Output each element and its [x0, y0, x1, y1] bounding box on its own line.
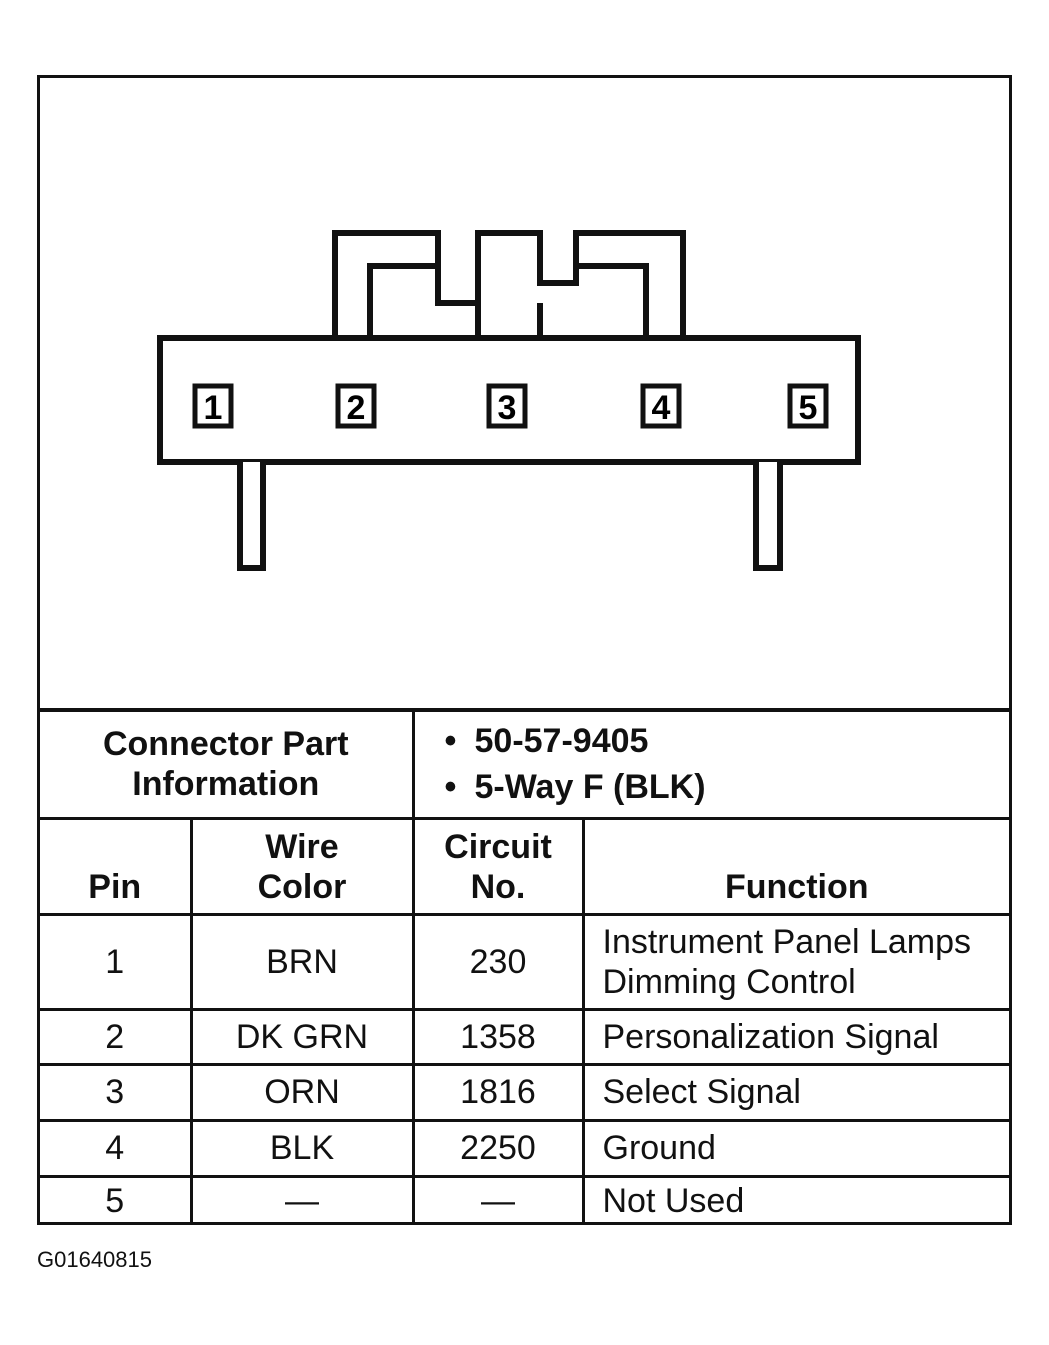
row-4-function: Ground — [581, 1118, 1009, 1178]
connector-part-label-line1: Connector Part — [102, 725, 349, 764]
row-3-circuit: 1816 — [411, 1062, 585, 1122]
pin-cavity-3-label: 3 — [498, 389, 517, 427]
pin-cavity-3: 3 — [486, 383, 528, 429]
table-row: 4 BLK 2250 Ground — [40, 1118, 1009, 1178]
row-2-wire-color: DK GRN — [189, 1007, 415, 1066]
connector-part-values-cell: 50-57-9405 5-Way F (BLK) — [411, 708, 1010, 820]
connector-part-list: 50-57-9405 5-Way F (BLK) — [415, 718, 1010, 810]
connector-face-drawing: 1 2 3 4 5 — [157, 230, 861, 571]
figure-id: G01640815 — [37, 1247, 152, 1272]
row-2-pin: 2 — [40, 1007, 193, 1066]
row-3-function: Select Signal — [581, 1062, 1009, 1122]
header-circuit-line2: No. — [470, 867, 526, 906]
table-row: 3 ORN 1816 Select Signal — [40, 1062, 1009, 1122]
row-1-function-line2: Dimming Control — [602, 962, 856, 1001]
header-wire-color-line1: Wire — [265, 827, 339, 866]
row-2-function: Personalization Signal — [581, 1007, 1009, 1066]
row-1-function-line1: Instrument Panel Lamps — [602, 922, 972, 961]
header-circuit-no: Circuit No. — [411, 816, 585, 916]
connector-part-label-cell: Connector Part Information — [40, 708, 415, 820]
connector-latch-inner-right — [576, 263, 649, 338]
column-header-row: Pin Wire Color Circuit No. Function — [40, 816, 1009, 916]
connector-leg-right — [753, 462, 783, 571]
row-1-wire-color: BRN — [189, 912, 415, 1011]
pin-cavity-4-label: 4 — [652, 389, 671, 427]
connector-part-row: Connector Part Information 50-57-9405 5-… — [40, 708, 1010, 820]
pin-cavity-4: 4 — [640, 383, 682, 429]
connector-info-table: Connector Part Information 50-57-9405 5-… — [40, 708, 1009, 1224]
table-row: 2 DK GRN 1358 Personalization Signal — [40, 1007, 1009, 1066]
connector-part-number: 50-57-9405 — [445, 718, 1010, 764]
pin-cavity-1: 1 — [192, 383, 234, 429]
pin-cavity-5-label: 5 — [799, 389, 818, 427]
header-wire-color: Wire Color — [189, 816, 415, 916]
row-1-pin: 1 — [40, 912, 193, 1011]
pin-cavity-2-label: 2 — [347, 389, 366, 427]
connector-latch-center-key — [475, 303, 543, 338]
row-2-circuit: 1358 — [411, 1007, 585, 1066]
connector-figure-frame: 1 2 3 4 5 — [37, 75, 1012, 1225]
row-4-wire-color: BLK — [189, 1118, 415, 1178]
row-1-circuit: 230 — [411, 912, 585, 1011]
connector-leg-left — [237, 462, 266, 571]
row-5-pin: 5 — [40, 1174, 193, 1224]
connector-latch-outline — [332, 230, 686, 338]
header-pin: Pin — [40, 816, 193, 916]
pin-cavity-1-label: 1 — [204, 389, 223, 427]
pin-cavity-2: 2 — [335, 383, 377, 429]
connector-latch-inner-left — [367, 263, 440, 338]
header-function: Function — [581, 816, 1009, 916]
header-circuit-line1: Circuit — [444, 827, 552, 866]
row-3-pin: 3 — [40, 1062, 193, 1122]
row-5-function: Not Used — [581, 1174, 1009, 1224]
connector-description: 5-Way F (BLK) — [445, 764, 1010, 810]
connector-part-label-line2: Information — [132, 765, 320, 804]
header-wire-color-line2: Color — [257, 867, 347, 906]
row-1-function: Instrument Panel Lamps Dimming Control — [581, 912, 1009, 1011]
table-row: 1 BRN 230 Instrument Panel Lamps Dimming… — [40, 912, 1009, 1011]
pin-cavity-5: 5 — [787, 383, 829, 429]
row-5-wire-color: — — [189, 1174, 415, 1224]
table-row: 5 — — Not Used — [40, 1174, 1009, 1224]
row-3-wire-color: ORN — [189, 1062, 415, 1122]
row-5-circuit: — — [411, 1174, 585, 1224]
row-4-circuit: 2250 — [411, 1118, 585, 1178]
row-4-pin: 4 — [40, 1118, 193, 1178]
connector-diagram: 1 2 3 4 5 — [40, 78, 1009, 708]
